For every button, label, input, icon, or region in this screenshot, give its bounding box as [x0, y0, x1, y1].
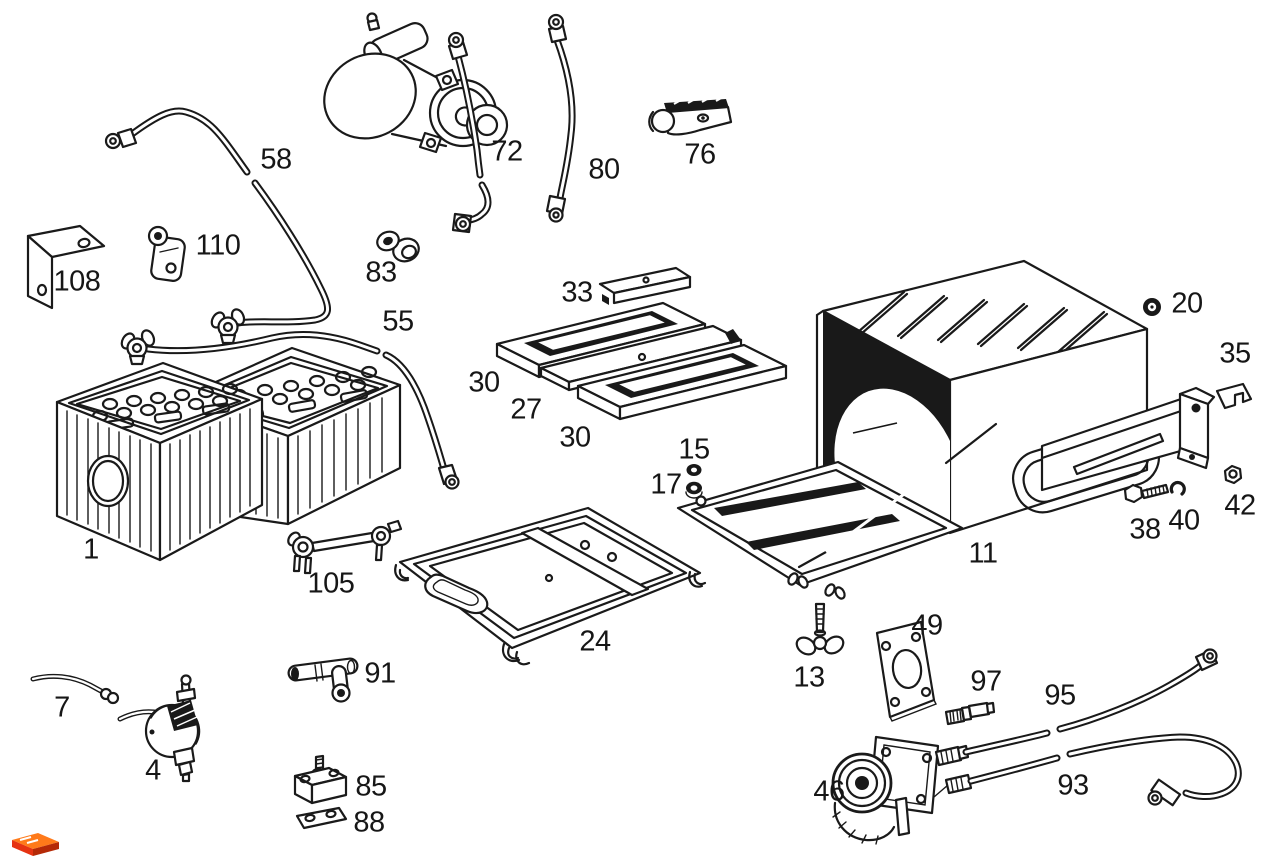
part-label-85: 85 [355, 770, 387, 803]
part-label-88: 88 [353, 806, 385, 839]
battery-tray-drawing [394, 506, 707, 666]
cell-caps [91, 382, 239, 431]
part-label-40: 40 [1168, 504, 1200, 537]
cable-93-drawing [944, 733, 1242, 807]
part-83-bushing [376, 230, 420, 263]
part-17-nut [685, 481, 703, 499]
part-label-15: 15 [678, 433, 710, 466]
terminal-clamp-right [210, 308, 246, 345]
cable-58-drawing [104, 107, 331, 327]
part-label-76: 76 [684, 138, 716, 171]
part-7-tube [30, 673, 120, 705]
part-42-nut [1223, 464, 1243, 485]
part-label-30-upper: 30 [468, 366, 500, 399]
part-35-clip [1215, 382, 1253, 410]
part-label-24: 24 [579, 625, 611, 658]
part-105-bridge [287, 519, 403, 575]
cable-80-drawing [545, 13, 576, 223]
part-label-55: 55 [382, 305, 414, 338]
part-label-30-lower: 30 [559, 421, 591, 454]
part-91-connector [287, 657, 359, 703]
part-label-42: 42 [1224, 489, 1256, 522]
terminal-clamp-left [120, 329, 156, 366]
part-30-frame-lower [576, 343, 788, 421]
part-108-bracket [26, 224, 106, 310]
cable-72-drawing [447, 31, 492, 234]
lid-hinge-hooks [787, 572, 846, 600]
part-label-83: 83 [365, 256, 397, 289]
part-label-17: 17 [650, 468, 682, 501]
part-33-rail [598, 266, 692, 305]
watermark-logo [12, 833, 59, 856]
part-label-91: 91 [364, 657, 396, 690]
part-20-grommet [1143, 298, 1161, 316]
battery-box-drawing [676, 259, 1216, 600]
part-15-nut [686, 464, 702, 476]
part-label-58: 58 [260, 143, 292, 176]
part-88-plate [295, 806, 348, 830]
part-85-block [293, 754, 348, 805]
tray-feet [394, 563, 707, 666]
part-label-20: 20 [1171, 287, 1203, 320]
part-13-wingbolt [795, 602, 845, 656]
part-4-valve [117, 674, 201, 783]
vent-slots [856, 290, 1109, 356]
part-label-38: 38 [1129, 513, 1161, 546]
part-label-105: 105 [307, 567, 355, 600]
part-label-33: 33 [561, 276, 593, 309]
part-label-72: 72 [491, 135, 523, 168]
starter-motor-drawing [323, 12, 509, 154]
part-38-bolt [1123, 483, 1170, 504]
part-label-93: 93 [1057, 769, 1089, 802]
part-label-27: 27 [510, 393, 542, 426]
part-label-97: 97 [970, 665, 1002, 698]
part-97-connector [944, 701, 996, 726]
part-label-80: 80 [588, 153, 620, 186]
part-label-13: 13 [793, 661, 825, 694]
cable-55-drawing [144, 331, 460, 490]
part-label-4: 4 [145, 754, 161, 787]
part-40-washer [1169, 480, 1186, 496]
part-76-clamp [648, 96, 733, 136]
part-label-7: 7 [54, 691, 70, 724]
part-label-49: 49 [911, 609, 943, 642]
part-49-plate [875, 620, 937, 722]
part-label-1: 1 [83, 533, 99, 566]
cable-95-drawing [934, 648, 1219, 767]
part-label-46: 46 [813, 775, 845, 808]
part-46-socket [831, 735, 950, 845]
part-label-110: 110 [195, 229, 241, 262]
part-label-108: 108 [53, 265, 101, 298]
part-110-clamp [147, 225, 186, 282]
battery-front-drawing [55, 361, 264, 562]
part-label-11: 11 [968, 537, 998, 570]
part-label-95: 95 [1044, 679, 1076, 712]
part-label-35: 35 [1219, 337, 1251, 370]
